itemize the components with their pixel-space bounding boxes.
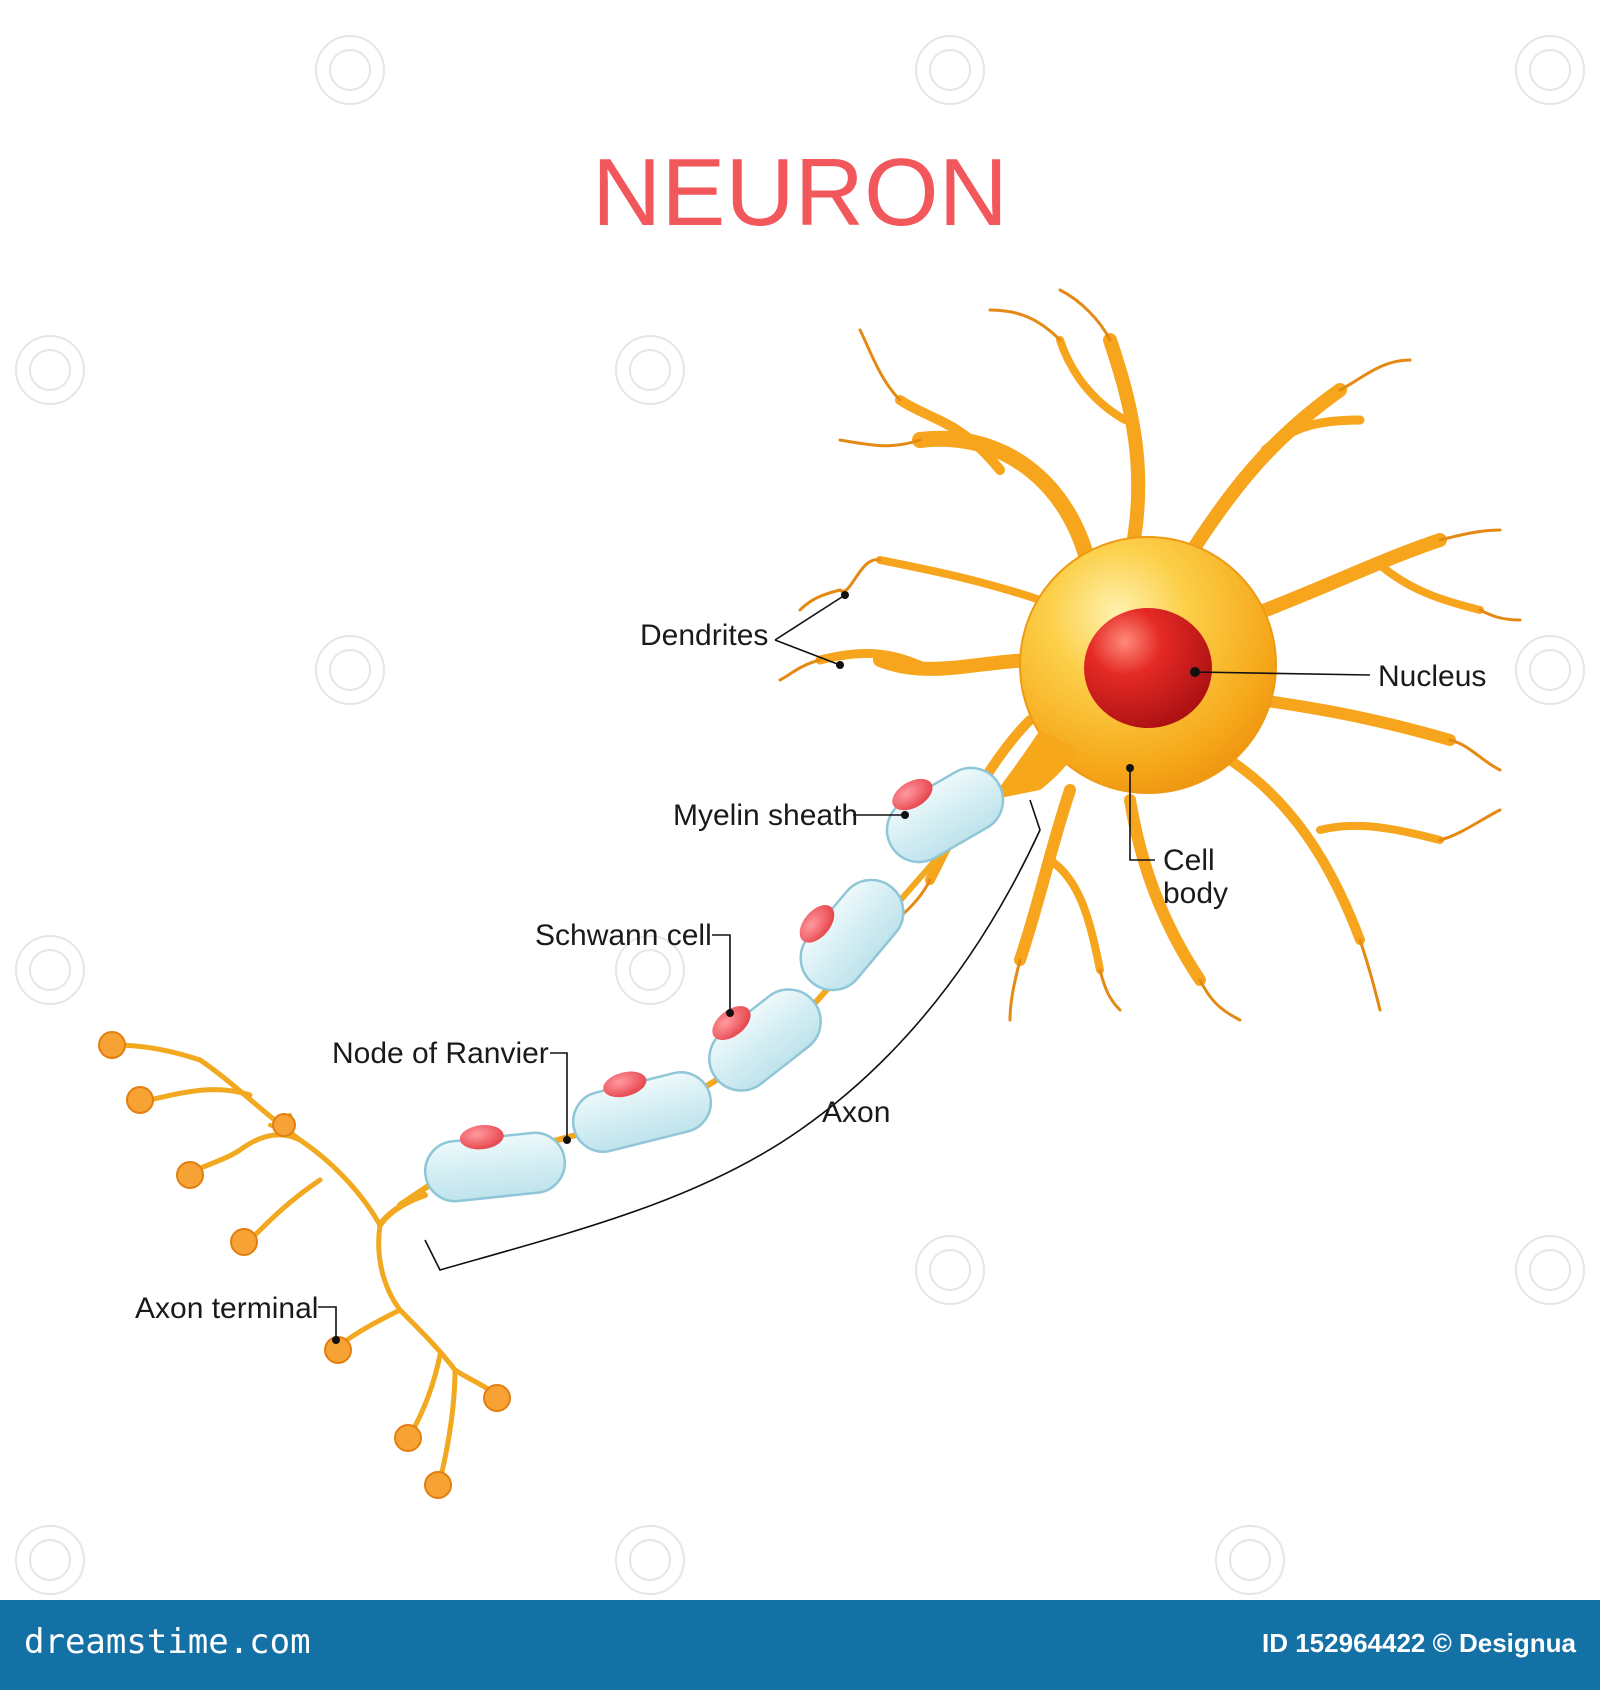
footer-bar: dreamstime.com ID 152964422 © Designua <box>0 1600 1600 1690</box>
axon-terminals <box>98 1031 511 1499</box>
leader-lines <box>318 591 1371 1344</box>
nucleus <box>1084 608 1212 728</box>
footer-brand[interactable]: dreamstime.com <box>24 1622 311 1662</box>
label-schwann-cell: Schwann cell <box>535 919 712 952</box>
axon-bracket <box>424 799 1041 1271</box>
label-axon-terminal: Axon terminal <box>135 1292 318 1325</box>
myelin-sheath-segments <box>423 766 1005 1203</box>
label-node-of-ranvier: Node of Ranvier <box>332 1037 549 1070</box>
watermark <box>15 35 1585 1595</box>
dendrites <box>778 288 1522 1022</box>
label-nucleus: Nucleus <box>1378 660 1486 693</box>
diagram-title: NEURON <box>592 139 1008 246</box>
footer-image-id: ID 152964422 © Designua <box>1262 1628 1576 1658</box>
label-cell-body-line2: body <box>1163 877 1228 910</box>
label-dendrites: Dendrites <box>640 619 768 652</box>
label-cell-body-line1: Cell <box>1163 844 1215 877</box>
label-myelin-sheath: Myelin sheath <box>673 799 858 832</box>
axon-hillock <box>990 730 1080 800</box>
label-axon: Axon <box>822 1096 890 1129</box>
